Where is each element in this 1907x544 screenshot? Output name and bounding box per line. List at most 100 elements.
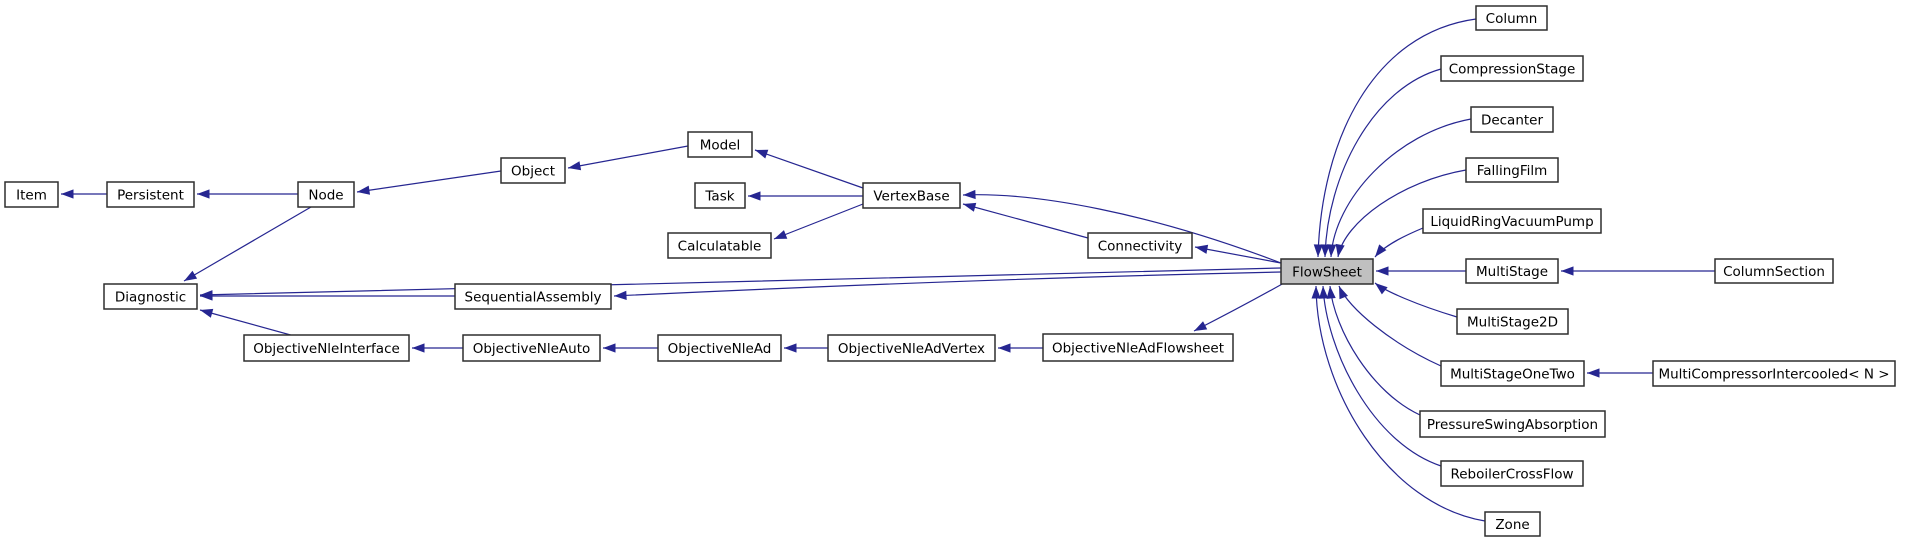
edge-LiquidRingVacuumPump-FlowSheet: [1374, 227, 1424, 258]
node-LiquidRingVacuumPump[interactable]: LiquidRingVacuumPump: [1422, 208, 1602, 234]
node-label: Item: [16, 188, 47, 204]
node-Diagnostic[interactable]: Diagnostic: [103, 283, 198, 310]
edge-ColumnSection-MultiStage: [1561, 266, 1715, 276]
node-box[interactable]: [1419, 410, 1606, 438]
node-MultiStageOneTwo[interactable]: MultiStageOneTwo: [1440, 360, 1585, 387]
node-box[interactable]: [1652, 360, 1896, 387]
arrowhead-icon: [1195, 244, 1209, 254]
node-Item[interactable]: Item: [4, 181, 59, 208]
edges-layer: [61, 18, 1715, 522]
node-box[interactable]: [694, 182, 746, 209]
node-Persistent[interactable]: Persistent: [106, 181, 195, 208]
node-box[interactable]: [1465, 258, 1559, 284]
node-label: Task: [704, 189, 734, 205]
arrowhead-icon: [197, 189, 210, 199]
node-box[interactable]: [462, 334, 601, 362]
node-Decanter[interactable]: Decanter: [1470, 106, 1554, 133]
node-box[interactable]: [4, 181, 59, 208]
node-label: PressureSwingAbsorption: [1427, 417, 1598, 433]
arrowhead-icon: [614, 290, 627, 300]
edge-FlowSheet-Connectivity: [1194, 244, 1282, 264]
node-FallingFilm[interactable]: FallingFilm: [1465, 157, 1559, 183]
node-box[interactable]: [1470, 106, 1554, 133]
node-label: CompressionStage: [1449, 62, 1576, 78]
node-label: Node: [308, 188, 343, 204]
node-Model[interactable]: Model: [687, 131, 753, 158]
node-box[interactable]: [1422, 208, 1602, 234]
node-ObjectiveNleAdVertex[interactable]: ObjectiveNleAdVertex: [827, 334, 996, 362]
node-ObjectiveNleAd[interactable]: ObjectiveNleAd: [657, 334, 782, 362]
node-label: Diagnostic: [115, 290, 186, 306]
node-CompressionStage[interactable]: CompressionStage: [1440, 55, 1584, 82]
node-box[interactable]: [1465, 157, 1559, 183]
focus-node-box[interactable]: [1280, 258, 1374, 285]
node-MultiStage2D[interactable]: MultiStage2D: [1456, 308, 1569, 335]
node-box[interactable]: [243, 334, 410, 362]
node-box[interactable]: [1042, 333, 1234, 362]
node-box[interactable]: [1087, 232, 1193, 259]
arrowhead-icon: [1587, 368, 1600, 378]
arrowhead-icon: [357, 185, 371, 195]
arrowhead-icon: [748, 191, 761, 201]
node-ObjectiveNleAuto[interactable]: ObjectiveNleAuto: [462, 334, 601, 362]
node-box[interactable]: [827, 334, 996, 362]
arrowhead-icon: [603, 343, 616, 353]
node-box[interactable]: [103, 283, 198, 310]
edge-FlowSheet-SequentialAssembly: [613, 271, 1282, 300]
edge-Decanter-FlowSheet: [1327, 118, 1472, 258]
node-SequentialAssembly[interactable]: SequentialAssembly: [454, 283, 612, 310]
arrowhead-icon: [963, 189, 976, 200]
edge-FlowSheet-Diagnostic: [199, 267, 1282, 300]
node-box[interactable]: [1475, 5, 1548, 31]
node-label: ObjectiveNleInterface: [253, 341, 400, 357]
node-box[interactable]: [1440, 55, 1584, 82]
node-Task[interactable]: Task: [694, 182, 746, 209]
node-MultiCompressorIntercooled[interactable]: MultiCompressorIntercooled< N >: [1652, 360, 1896, 387]
node-label: VertexBase: [873, 189, 949, 205]
node-box[interactable]: [1484, 511, 1541, 537]
node-label: ObjectiveNleAuto: [473, 341, 591, 357]
node-box[interactable]: [500, 157, 566, 184]
edge-ObjectiveNleAuto-ObjectiveNleInterface: [412, 343, 463, 353]
node-Connectivity[interactable]: Connectivity: [1087, 232, 1193, 259]
arrowhead-icon: [998, 343, 1011, 353]
node-box[interactable]: [657, 334, 782, 362]
arrowhead-icon: [568, 161, 582, 171]
node-label: ReboilerCrossFlow: [1450, 467, 1573, 483]
node-box[interactable]: [862, 182, 961, 209]
node-MultiStage[interactable]: MultiStage: [1465, 258, 1559, 284]
arrowhead-icon: [61, 189, 74, 199]
node-label: MultiStage2D: [1467, 315, 1558, 331]
node-ReboilerCrossFlow[interactable]: ReboilerCrossFlow: [1440, 460, 1584, 487]
node-ObjectiveNleAdFlowsheet[interactable]: ObjectiveNleAdFlowsheet: [1042, 333, 1234, 362]
node-VertexBase[interactable]: VertexBase: [862, 182, 961, 209]
node-box[interactable]: [1440, 460, 1584, 487]
node-PressureSwingAbsorption[interactable]: PressureSwingAbsorption: [1419, 410, 1606, 438]
node-box[interactable]: [454, 283, 612, 310]
node-Column[interactable]: Column: [1475, 5, 1548, 31]
node-Node[interactable]: Node: [297, 181, 355, 208]
edge-CompressionStage-FlowSheet: [1320, 68, 1442, 258]
node-Calculatable[interactable]: Calculatable: [667, 232, 772, 259]
node-ColumnSection[interactable]: ColumnSection: [1714, 258, 1834, 284]
node-ObjectiveNleInterface[interactable]: ObjectiveNleInterface: [243, 334, 410, 362]
arrowhead-icon: [1375, 283, 1388, 295]
node-Zone[interactable]: Zone: [1484, 511, 1541, 537]
edge-ReboilerCrossFlow-FlowSheet: [1318, 285, 1442, 467]
node-box[interactable]: [297, 181, 355, 208]
node-box[interactable]: [1714, 258, 1834, 284]
node-label: MultiStage: [1476, 264, 1548, 280]
node-box[interactable]: [106, 181, 195, 208]
node-label: ObjectiveNleAdVertex: [838, 341, 985, 357]
node-Object[interactable]: Object: [500, 157, 566, 184]
node-box[interactable]: [1440, 360, 1585, 387]
node-box[interactable]: [667, 232, 772, 259]
node-FlowSheet[interactable]: FlowSheet: [1280, 258, 1374, 285]
edge-SequentialAssembly-Diagnostic: [200, 291, 455, 301]
node-box[interactable]: [687, 131, 753, 158]
node-box[interactable]: [1456, 308, 1569, 335]
arrowhead-icon: [1320, 244, 1330, 257]
node-label: Connectivity: [1098, 239, 1183, 255]
